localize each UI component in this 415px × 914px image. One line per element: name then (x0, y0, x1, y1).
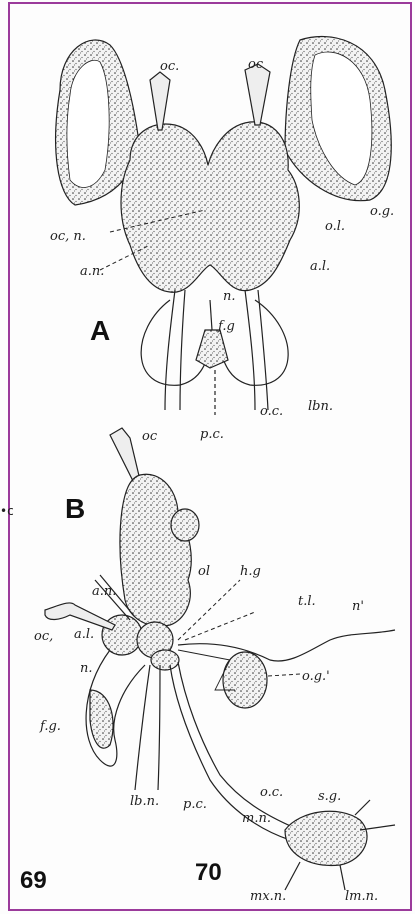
edge-mark: •c (0, 504, 14, 518)
label-b-hg: h.g (240, 564, 261, 579)
panel-label-a: A (90, 315, 110, 346)
label-a-oc2: o.c. (260, 404, 283, 419)
label-b-n1: n' (352, 599, 364, 614)
page-number-right: 70 (195, 859, 222, 886)
label-b-lmn: lm.n. (345, 889, 378, 904)
label-a-oc-n: oc, n. (50, 229, 86, 244)
label-b-ol: ol (198, 564, 210, 579)
label-b-tl: t.l. (298, 594, 316, 609)
figure-b-drawing (45, 428, 395, 890)
label-b-og1: o.g.' (302, 669, 330, 684)
label-b-mxn: mx.n. (250, 889, 286, 904)
label-b-oc: oc (142, 429, 158, 444)
label-a-n: n. (223, 289, 236, 304)
label-a-lbn: lbn. (308, 399, 333, 414)
label-b-n: n. (80, 661, 93, 676)
label-a-fg: f.g (217, 319, 235, 334)
label-a-an: a.n. (80, 264, 104, 279)
label-b-pc: p.c. (183, 797, 207, 812)
label-a-al: a.l. (310, 259, 330, 274)
label-a-oc-right: oc (248, 57, 264, 72)
label-b-oc2: o.c. (260, 785, 283, 800)
label-b-mn: m.n. (242, 811, 271, 826)
page-number-left: 69 (20, 867, 47, 894)
label-a-og: o.g. (370, 204, 394, 219)
label-a-oc-left: oc. (160, 59, 179, 74)
label-b-fg: f.g. (39, 719, 61, 734)
label-b-al: a.l. (74, 627, 94, 642)
label-b-an: a.n. (92, 584, 116, 599)
label-b-oc1: oc, (34, 629, 53, 644)
label-b-sg: s.g. (318, 789, 341, 804)
label-b-lbn: lb.n. (130, 794, 159, 809)
label-a-ol: o.l. (325, 219, 345, 234)
label-a-pc: p.c. (200, 427, 224, 442)
panel-label-b: B (65, 493, 85, 524)
